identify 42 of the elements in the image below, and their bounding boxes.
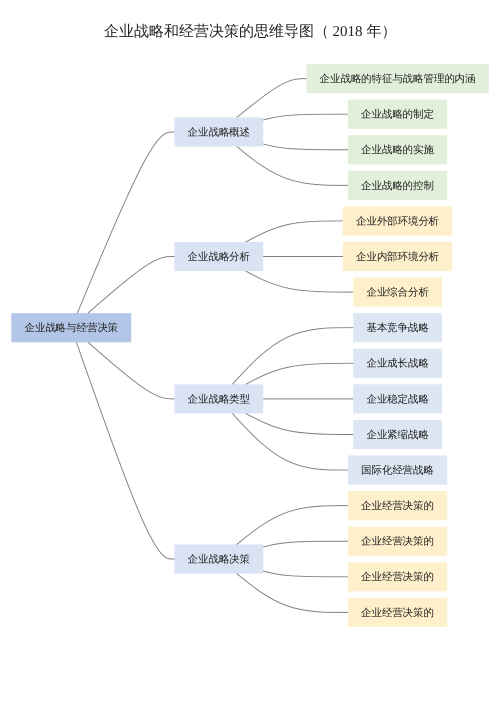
diagram-title: 企业战略和经营决策的思维导图（ 2018 年） <box>104 22 396 41</box>
connector <box>76 341 176 560</box>
node-box: 基本竞争战略 <box>353 313 442 342</box>
connector <box>236 146 349 186</box>
node-box: 企业战略的制定 <box>348 100 448 129</box>
connector <box>262 398 354 400</box>
connector <box>262 114 349 121</box>
node-box: 企业稳定战略 <box>353 384 442 414</box>
connector <box>76 132 176 314</box>
node-box: 企业内部环境分析 <box>342 242 452 272</box>
connector <box>244 270 354 293</box>
node-box: 企业战略决策 <box>174 544 264 574</box>
connector <box>236 572 349 613</box>
node-box: 企业紧缩战略 <box>353 420 442 450</box>
connector <box>244 412 354 435</box>
node-box: 企业经营决策的 <box>348 491 448 520</box>
node-box: 企业综合分析 <box>353 278 442 307</box>
connector <box>262 570 349 578</box>
node-box: 企业经营决策的 <box>348 562 448 592</box>
connector <box>262 143 349 150</box>
node-box: 企业经营决策的 <box>348 526 448 556</box>
connector <box>232 412 349 471</box>
connector <box>262 256 344 257</box>
node-box: 企业成长战略 <box>353 348 442 378</box>
node-box: 企业经营决策的 <box>348 598 448 627</box>
connector <box>236 505 349 546</box>
node-box: 企业战略的控制 <box>348 170 448 200</box>
connector <box>262 540 349 548</box>
node-box: 企业外部环境分析 <box>342 206 452 236</box>
connector <box>232 327 354 386</box>
node-box: 企业战略与经营决策 <box>11 313 132 342</box>
node-box: 企业战略的实施 <box>348 135 448 164</box>
connector <box>244 362 354 386</box>
connector <box>244 220 344 243</box>
connector <box>87 341 176 400</box>
node-box: 企业战略分析 <box>174 242 264 272</box>
connector <box>87 256 176 314</box>
connector <box>236 78 308 118</box>
node-box: 企业战略类型 <box>174 384 264 414</box>
node-box: 企业战略的特征与战略管理的内涵 <box>306 64 489 94</box>
node-box: 企业战略概述 <box>174 117 264 147</box>
node-box: 国际化经营战略 <box>348 455 448 485</box>
